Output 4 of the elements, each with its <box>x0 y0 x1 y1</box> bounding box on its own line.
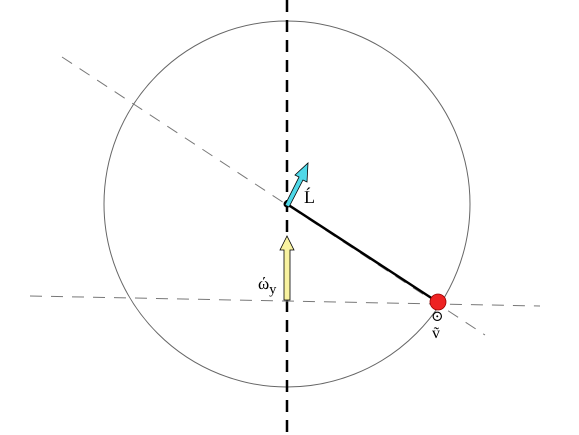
vector-label: ώ$_{y}$ <box>258 275 276 297</box>
vector-label: ṽ <box>432 326 440 342</box>
direction-symbol: ⊙ <box>431 310 444 325</box>
vector-label: Ĺ <box>304 188 315 206</box>
